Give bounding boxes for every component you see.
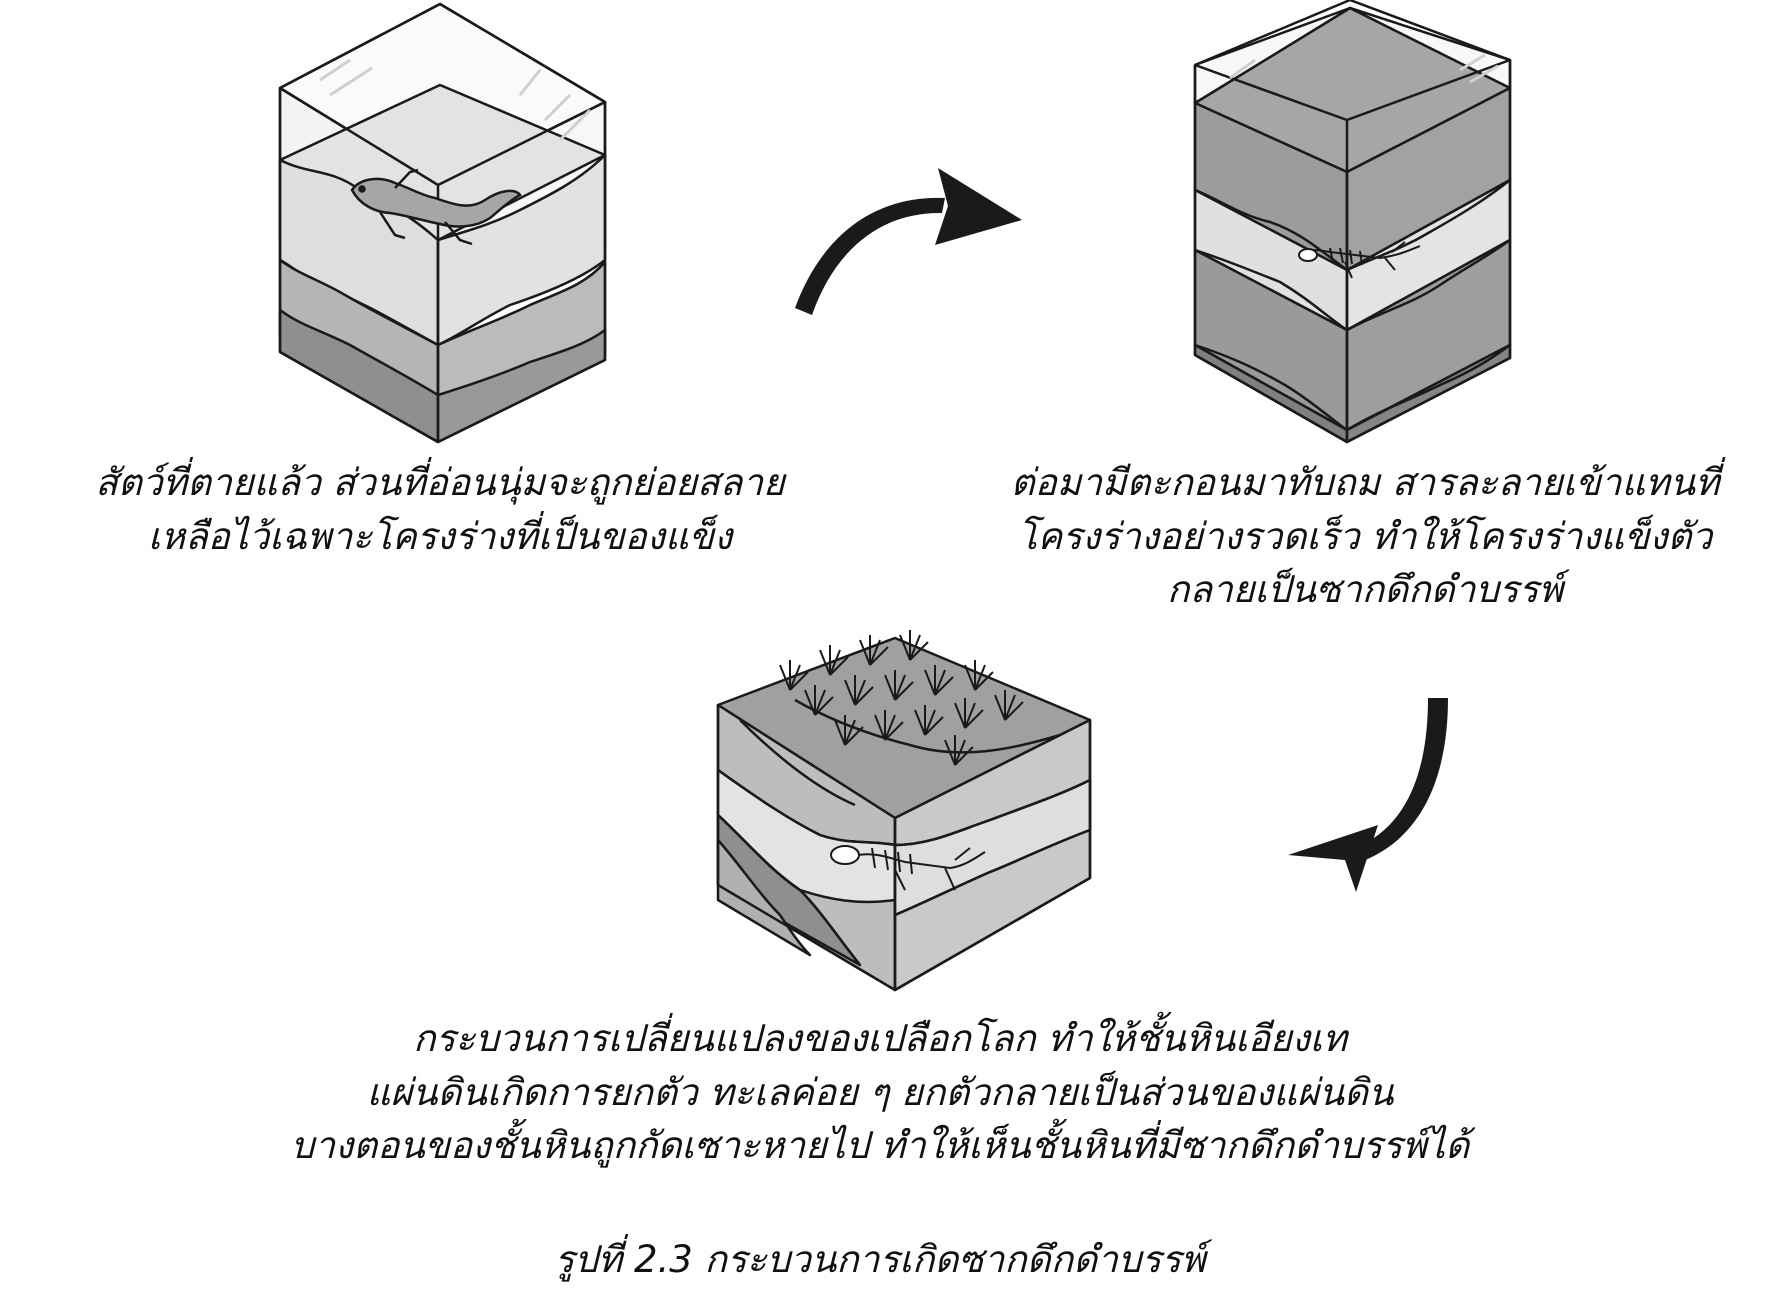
figure-caption: รูปที่ 2.3 กระบวนการเกิดซากดึกดำบรรพ์ xyxy=(554,1238,1206,1281)
lizard-icon xyxy=(350,168,522,246)
stage-2-block xyxy=(1193,0,1512,444)
caption-line: ต่อมามีตะกอนมาทับถม สารละลายเข้าแทนที่ xyxy=(1010,461,1720,504)
caption-line: สัตว์ที่ตายแล้ว ส่วนที่อ่อนนุ่มจะถูกย่อย… xyxy=(95,461,785,504)
stage-3-caption: กระบวนการเปลี่ยนแปลงของเปลือกโลก ทำให้ชั… xyxy=(260,1012,1500,1173)
stage-1-caption: สัตว์ที่ตายแล้ว ส่วนที่อ่อนนุ่มจะถูกย่อย… xyxy=(70,456,810,563)
curved-arrow-icon xyxy=(795,168,1022,315)
caption-line: กลายเป็นซากดึกดำบรรพ์ xyxy=(1166,568,1564,612)
skeleton-icon xyxy=(1298,241,1421,279)
skeleton-icon xyxy=(830,845,986,891)
grass-icon xyxy=(779,630,1024,766)
stage-1-block xyxy=(278,2,607,444)
stage-3-block xyxy=(716,636,1092,992)
caption-line: โครงร่างอย่างรวดเร็ว ทำให้โครงร่างแข็งตั… xyxy=(1017,514,1713,558)
caption-line: แผ่นดินเกิดการยกตัว ทะเลค่อย ๆ ยกตัวกลาย… xyxy=(366,1070,1394,1114)
stage-2-caption: ต่อมามีตะกอนมาทับถม สารละลายเข้าแทนที่ โ… xyxy=(980,456,1750,617)
caption-line: บางตอนของชั้นหินถูกกัดเซาะหายไป ทำให้เห็… xyxy=(290,1124,1470,1168)
caption-line: กระบวนการเปลี่ยนแปลงของเปลือกโลก ทำให้ชั… xyxy=(413,1017,1347,1060)
caption-line: เหลือไว้เฉพาะโครงร่างที่เป็นของแข็ง xyxy=(147,514,733,558)
curved-arrow-icon xyxy=(1288,698,1448,892)
